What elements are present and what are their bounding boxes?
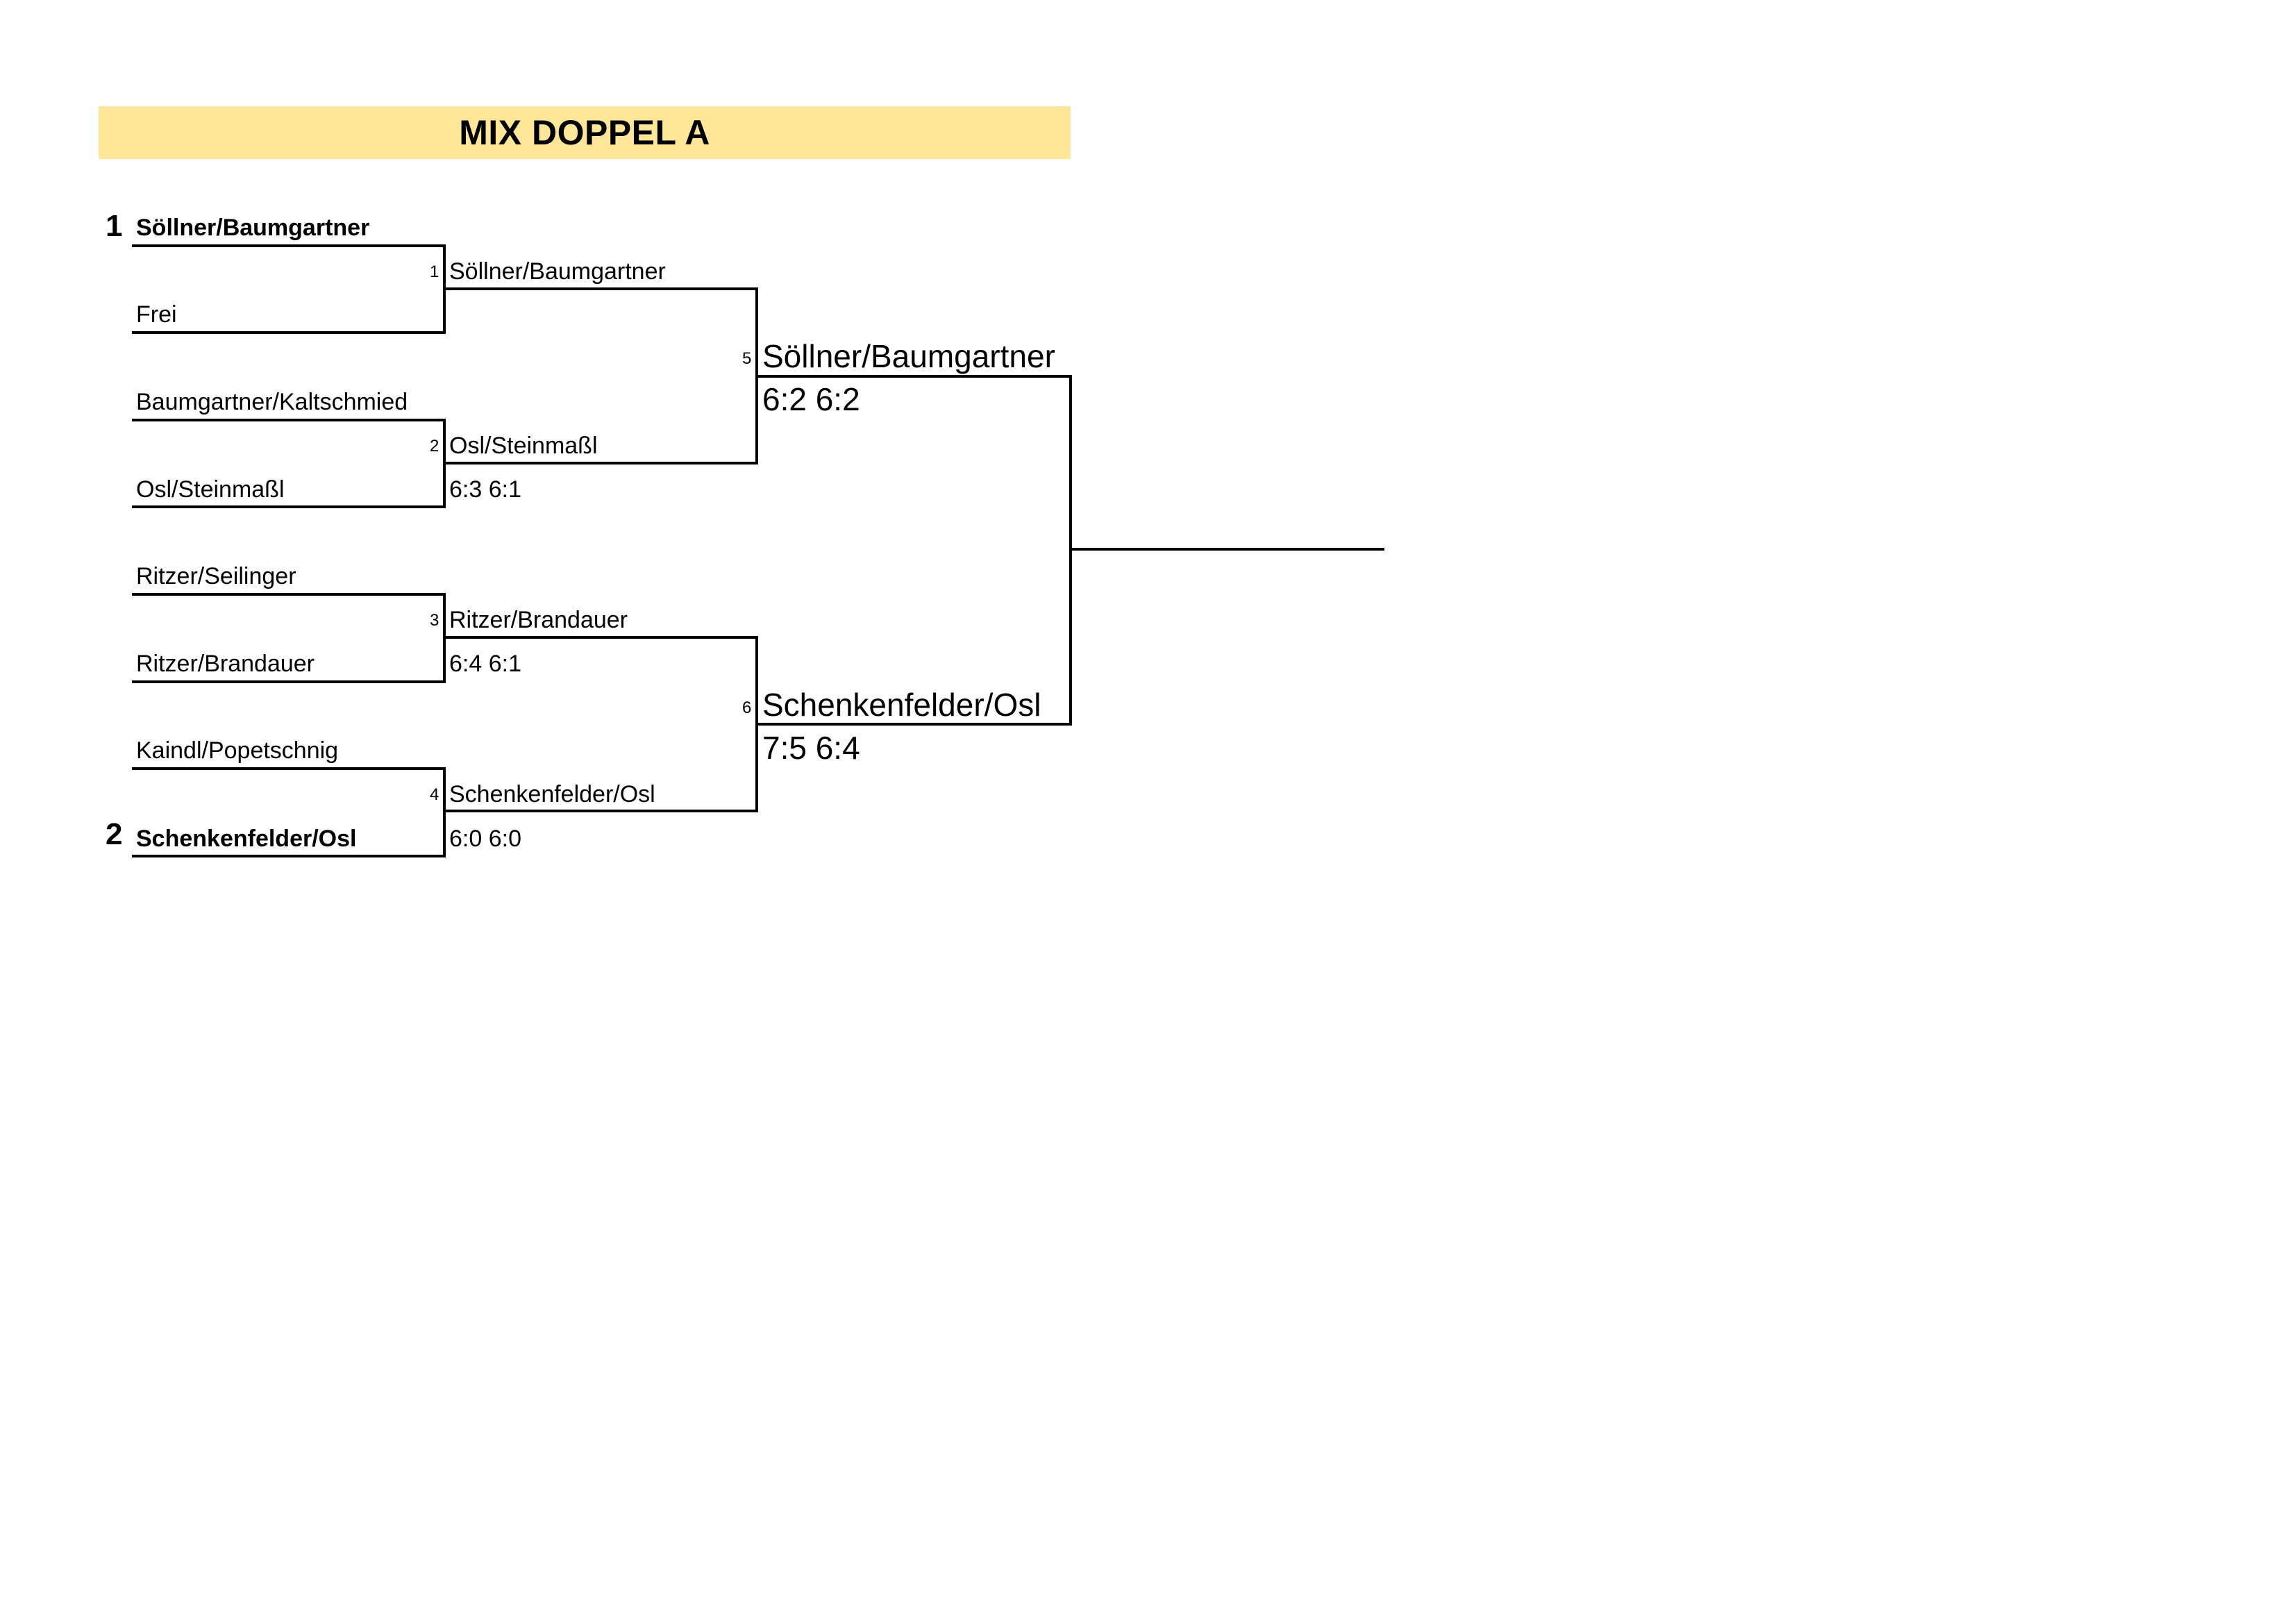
bracket-line-r1-8 <box>132 855 446 857</box>
bracket-line-r1-6 <box>132 680 446 683</box>
round1-player-1: Söllner/Baumgartner <box>136 215 370 241</box>
match-number-6: 6 <box>742 698 752 717</box>
round2-score-3: 6:4 6:1 <box>449 651 521 677</box>
round2-winner-4: Schenkenfelder/Osl <box>449 781 655 807</box>
bracket-line-r3-2 <box>755 723 1072 726</box>
bracket-line-r1-5 <box>132 593 446 596</box>
bracket-line-r2-2 <box>443 462 758 464</box>
page-title: MIX DOPPEL A <box>459 113 710 152</box>
bracket-line-r3-1 <box>755 375 1072 378</box>
bracket-line-r2-3 <box>443 636 758 639</box>
match-number-3: 3 <box>430 611 439 630</box>
round1-player-7: Kaindl/Popetschnig <box>136 737 339 764</box>
round3-score-6: 7:5 6:4 <box>762 730 860 766</box>
round3-winner-5: Söllner/Baumgartner <box>762 338 1055 374</box>
match-number-1: 1 <box>430 262 439 281</box>
match-number-4: 4 <box>430 785 439 804</box>
round2-score-4: 6:0 6:0 <box>449 826 521 852</box>
seed-number-2: 2 <box>106 817 123 851</box>
round1-player-2: Frei <box>136 301 177 328</box>
round3-score-5: 6:2 6:2 <box>762 381 860 417</box>
round1-player-6: Ritzer/Brandauer <box>136 651 315 677</box>
match-number-2: 2 <box>430 437 439 455</box>
round1-player-4: Osl/Steinmaßl <box>136 476 285 503</box>
round2-winner-2: Osl/Steinmaßl <box>449 433 598 459</box>
seed-number-1: 1 <box>106 209 123 243</box>
round1-player-5: Ritzer/Seilinger <box>136 563 296 589</box>
bracket-line-r1-4 <box>132 505 446 508</box>
bracket-line-r1-7 <box>132 767 446 770</box>
bracket-line-r1-3 <box>132 419 446 421</box>
bracket-line-r2-4 <box>443 810 758 812</box>
round2-winner-1: Söllner/Baumgartner <box>449 258 666 285</box>
bracket-line-r2-1 <box>443 287 758 290</box>
round2-winner-3: Ritzer/Brandauer <box>449 607 628 633</box>
round1-player-8: Schenkenfelder/Osl <box>136 826 357 852</box>
round2-score-2: 6:3 6:1 <box>449 476 521 503</box>
title-banner: MIX DOPPEL A <box>99 106 1071 159</box>
match-number-5: 5 <box>742 349 752 368</box>
round3-winner-6: Schenkenfelder/Osl <box>762 687 1041 723</box>
bracket-line-r1-1 <box>132 244 446 247</box>
round1-player-3: Baumgartner/Kaltschmied <box>136 389 408 415</box>
final-winner-line <box>1069 548 1384 551</box>
bracket-connector-m4 <box>443 767 446 857</box>
bracket-line-r1-2 <box>132 331 446 334</box>
